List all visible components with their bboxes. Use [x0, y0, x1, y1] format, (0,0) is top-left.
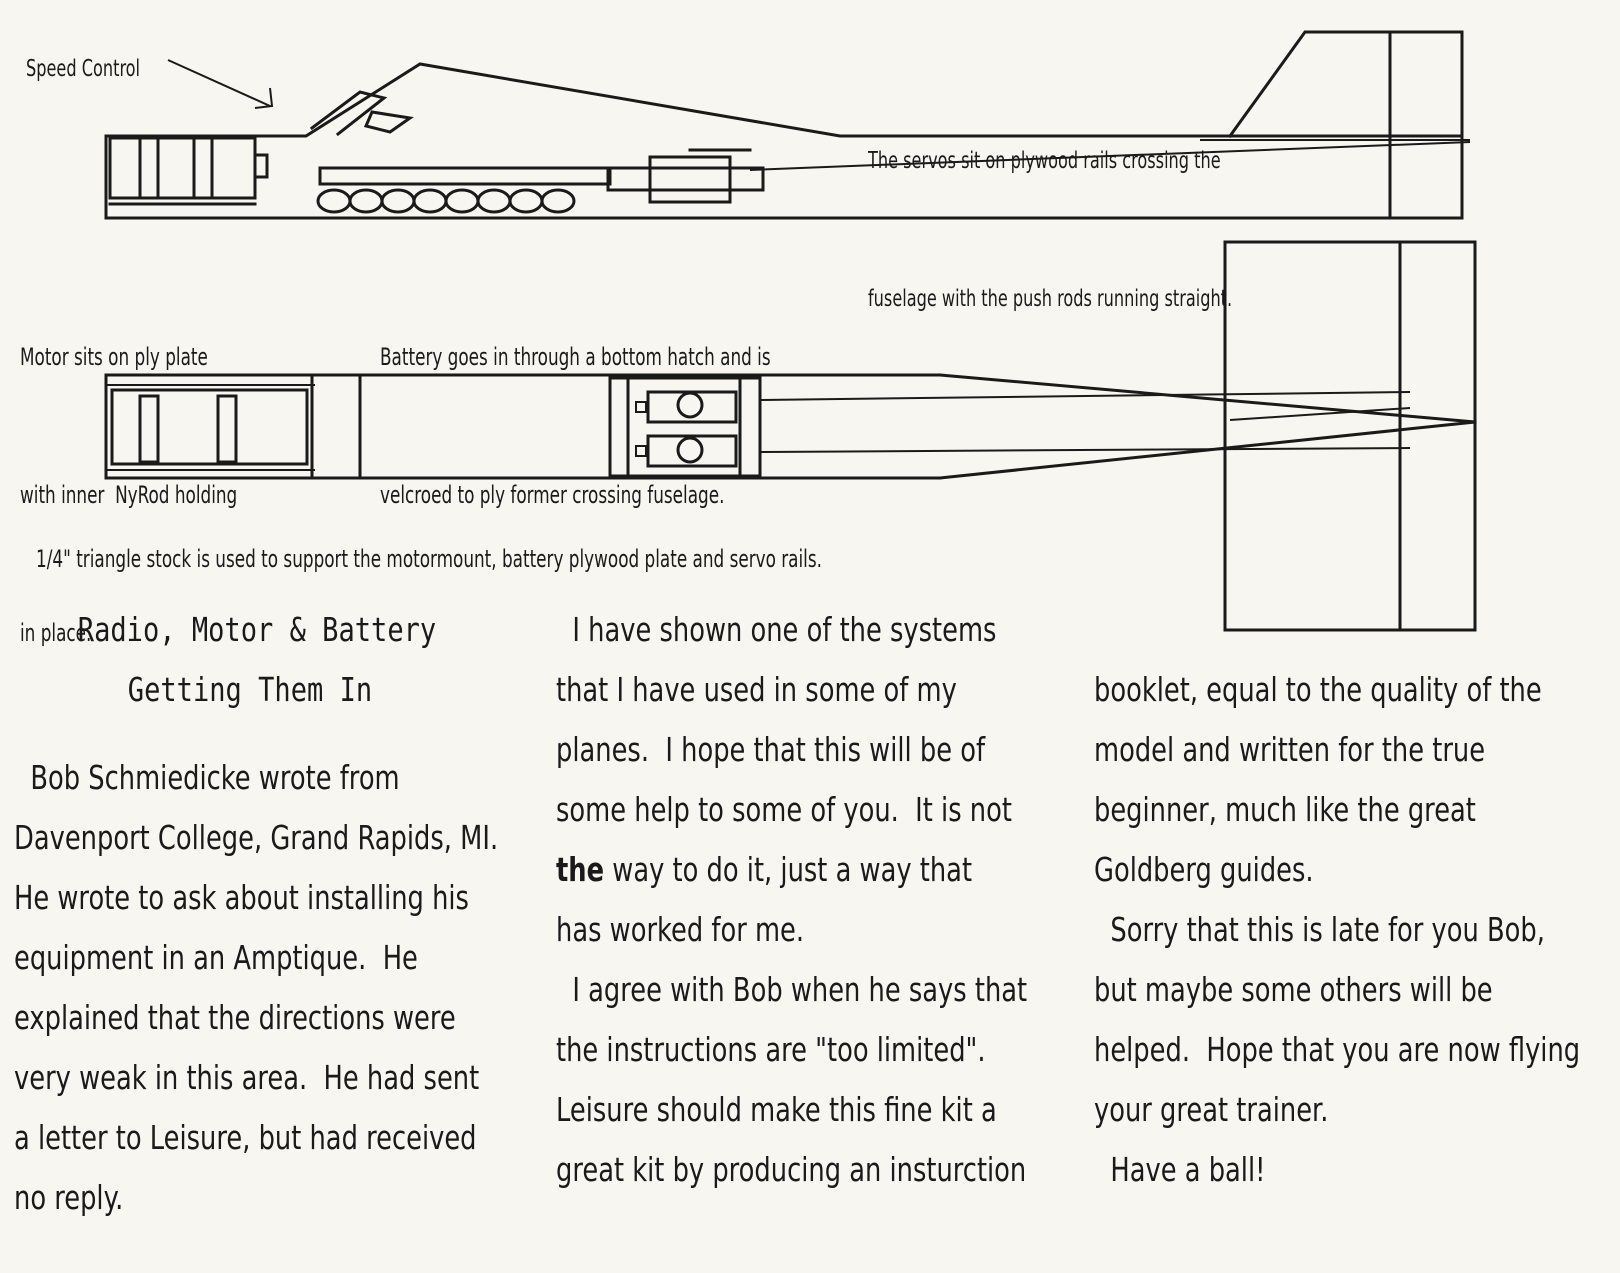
- column-2-line: planes. I hope that this will be of: [556, 730, 986, 769]
- motor-label-line: with inner NyRod holding: [20, 481, 238, 509]
- column-3-line: booklet, equal to the quality of the: [1094, 670, 1542, 709]
- column-1-line: no reply.: [14, 1178, 124, 1217]
- heading-line: Radio, Motor & Battery: [77, 610, 437, 649]
- fuselage-diagram: [104, 30, 1477, 632]
- column-2-line: the way to do it, just a way that: [556, 840, 1027, 900]
- column-2-line: I agree with Bob when he says that: [556, 970, 1028, 1009]
- servos-label-line: fuselage with the push rods running stra…: [868, 286, 1233, 312]
- column-3-line: beginner, much like the great: [1094, 790, 1476, 829]
- column-2-line: has worked for me.: [556, 910, 805, 949]
- column-2-line: great kit by producing an insturction: [556, 1150, 1027, 1189]
- column-3-line: your great trainer.: [1094, 1090, 1329, 1129]
- motor-label: Motor sits on ply plate with inner NyRod…: [20, 242, 237, 748]
- top-view: [104, 240, 1477, 632]
- servos-label: The servos sit on plywood rails crossing…: [868, 46, 1232, 414]
- servos-label-line: The servos sit on plywood rails crossing…: [868, 148, 1221, 174]
- column-1-line: Davenport College, Grand Rapids, MI.: [14, 818, 499, 857]
- diagram-caption: 1/4" triangle stock is used to support t…: [36, 545, 822, 573]
- column-3-line: but maybe some others will be: [1094, 970, 1493, 1009]
- battery-label-line: velcroed to ply former crossing fuselage…: [380, 481, 725, 509]
- column-3: booklet, equal to the quality of the mod…: [1094, 660, 1580, 1200]
- column-2-line: Leisure should make this fine kit a: [556, 1090, 997, 1129]
- side-view: [104, 30, 1471, 220]
- battery-label: Battery goes in through a bottom hatch a…: [380, 242, 771, 610]
- column-1-line: a letter to Leisure, but had received: [14, 1118, 477, 1157]
- column-3-line: Have a ball!: [1094, 1150, 1266, 1189]
- article-heading: Radio, Motor & Battery Getting Them In: [77, 600, 437, 720]
- column-2-line-rest: way to do it, just a way that: [604, 850, 973, 889]
- motor-label-line: Motor sits on ply plate: [20, 343, 208, 371]
- column-3-line: Goldberg guides.: [1094, 850, 1314, 889]
- column-2-line: that I have used in some of my: [556, 670, 957, 709]
- column-3-line: helped. Hope that you are now flying: [1094, 1030, 1581, 1069]
- motor-label-line: in place.: [20, 619, 92, 647]
- speed-control-label: Speed Control: [26, 56, 141, 82]
- column-1-line: equipment in an Amptique. He: [14, 938, 418, 977]
- column-2-line: the instructions are "too limited".: [556, 1030, 986, 1069]
- column-3-line: Sorry that this is late for you Bob,: [1094, 910, 1545, 949]
- column-3-line: model and written for the true: [1094, 730, 1486, 769]
- column-1-line: explained that the directions were: [14, 998, 456, 1037]
- column-1-line: He wrote to ask about installing his: [14, 878, 469, 917]
- column-2: I have shown one of the systems that I h…: [556, 600, 1027, 1200]
- heading-line: Getting Them In: [127, 670, 373, 709]
- column-1-line: Bob Schmiedicke wrote from: [14, 758, 400, 797]
- column-2-line: some help to some of you. It is not: [556, 790, 1012, 829]
- column-1-line: very weak in this area. He had sent: [14, 1058, 480, 1097]
- battery-label-line: Battery goes in through a bottom hatch a…: [380, 343, 771, 371]
- column-1: Bob Schmiedicke wrote from Davenport Col…: [14, 748, 498, 1228]
- emphasis-word: the: [556, 850, 605, 889]
- column-2-line: I have shown one of the systems: [556, 610, 997, 649]
